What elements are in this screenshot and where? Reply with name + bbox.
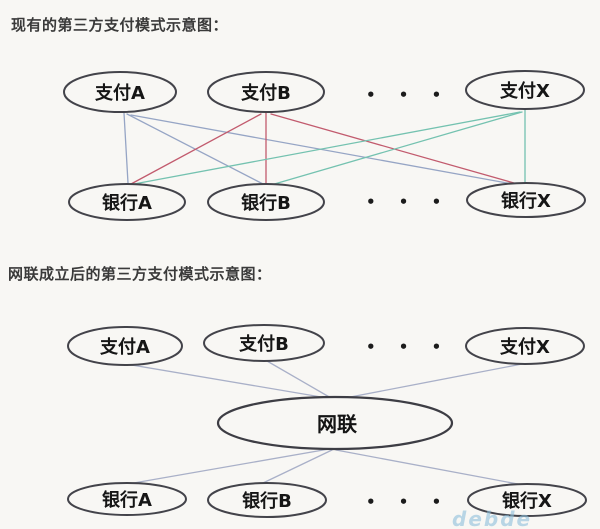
bank-a-label: 银行A — [102, 489, 152, 511]
edge-hub-bank-a — [127, 448, 330, 485]
edge-payment-b-bank-x — [270, 113, 522, 186]
edge-hub-bank-x — [335, 449, 524, 486]
payment-x-label: 支付X — [499, 336, 550, 358]
edge-payment-b-hub — [266, 360, 332, 399]
payment-a-label: 支付A — [94, 82, 145, 104]
bank-x-label: 银行X — [501, 190, 551, 212]
diagram-before-title: 现有的第三方支付模式示意图： — [11, 16, 229, 34]
edge-hub-bank-b — [262, 449, 333, 484]
bank-x-label: 银行X — [502, 490, 552, 512]
edge-payment-b-bank-a — [130, 113, 262, 185]
bank-a-node — [67, 482, 187, 516]
payment-a-node — [63, 71, 177, 113]
bank-a-node — [68, 183, 186, 221]
payment-b-label: 支付B — [240, 82, 291, 104]
bank-x-node — [467, 483, 587, 517]
payment-b-node — [203, 324, 325, 362]
bank-b-node — [207, 482, 327, 518]
edge-payment-x-bank-a — [133, 111, 521, 185]
diagram-after: 支付A 支付B • • • 支付X 网联 银行A 银行B • • • 银行X — [67, 324, 587, 518]
payment-b-label: 支付B — [238, 333, 289, 355]
watermark: debde — [452, 507, 533, 529]
payment-x-node — [465, 327, 585, 365]
payment-b-node — [207, 71, 325, 113]
payment-x-label: 支付X — [499, 80, 550, 102]
ellipsis-dots: • • • — [366, 493, 450, 511]
bank-b-label: 银行B — [242, 490, 292, 512]
hub-label: 网联 — [317, 412, 357, 436]
edge-payment-x-bank-b — [270, 111, 523, 186]
bank-a-label: 银行A — [102, 192, 152, 214]
diagram-before: 支付A 支付B • • • 支付X 银行A 银行B • • • 银行X — [63, 70, 586, 221]
edge-payment-a-bank-x — [130, 114, 519, 186]
bank-b-label: 银行B — [241, 192, 291, 214]
ellipsis-dots: • • • — [366, 86, 450, 104]
diagram-after-title: 网联成立后的第三方支付模式示意图： — [8, 265, 272, 283]
bank-b-node — [207, 183, 325, 221]
payment-a-node — [67, 326, 183, 366]
ellipsis-dots: • • • — [366, 338, 450, 356]
edge-payment-a-hub — [125, 363, 328, 399]
ellipsis-dots: • • • — [366, 193, 450, 211]
edge-payment-x-hub — [339, 363, 523, 400]
payment-x-node — [465, 70, 585, 110]
payment-a-label: 支付A — [99, 336, 150, 358]
bank-x-node — [466, 182, 586, 218]
hub-node — [216, 395, 454, 451]
edge-payment-a-bank-a — [123, 112, 129, 184]
